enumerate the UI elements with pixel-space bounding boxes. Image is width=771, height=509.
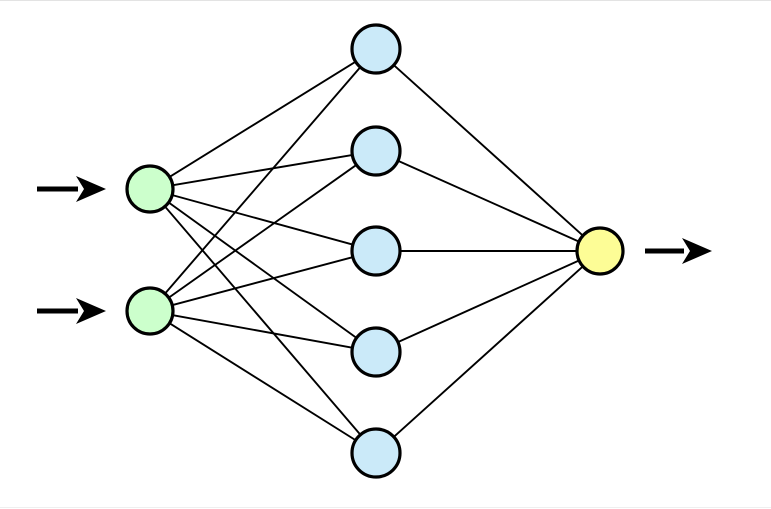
edge-i1-h1	[167, 60, 358, 179]
edge-i1-h2	[170, 153, 355, 187]
input-node-2[interactable]	[125, 286, 175, 336]
edge-i2-h1	[163, 65, 363, 296]
input-node-1[interactable]	[125, 164, 175, 214]
output-arrow-1-head	[682, 238, 712, 264]
hidden-node-4[interactable]	[350, 326, 402, 378]
edge-i2-h4	[170, 313, 355, 349]
nodes-group	[125, 23, 625, 479]
hidden-node-2[interactable]	[350, 125, 402, 177]
edge-i1-h5	[163, 204, 363, 437]
hidden-node-1[interactable]	[350, 23, 402, 75]
input-arrow-1-head	[76, 176, 106, 202]
output-node-1[interactable]	[575, 226, 625, 276]
edges-group	[163, 60, 585, 442]
io-arrows-group	[37, 176, 712, 324]
edge-i2-h5	[167, 321, 358, 442]
edge-h1-o1	[391, 63, 585, 238]
edge-i1-h4	[166, 200, 359, 340]
edge-i1-h3	[170, 193, 355, 246]
hidden-node-5[interactable]	[350, 427, 402, 479]
edge-h2-o1	[395, 159, 582, 244]
edge-i2-h2	[166, 163, 359, 300]
edge-h5-o1	[391, 264, 585, 439]
hidden-node-3[interactable]	[350, 225, 402, 277]
input-arrow-2-head	[76, 298, 106, 324]
edge-h4-o1	[395, 259, 582, 344]
edge-i2-h3	[170, 255, 355, 307]
